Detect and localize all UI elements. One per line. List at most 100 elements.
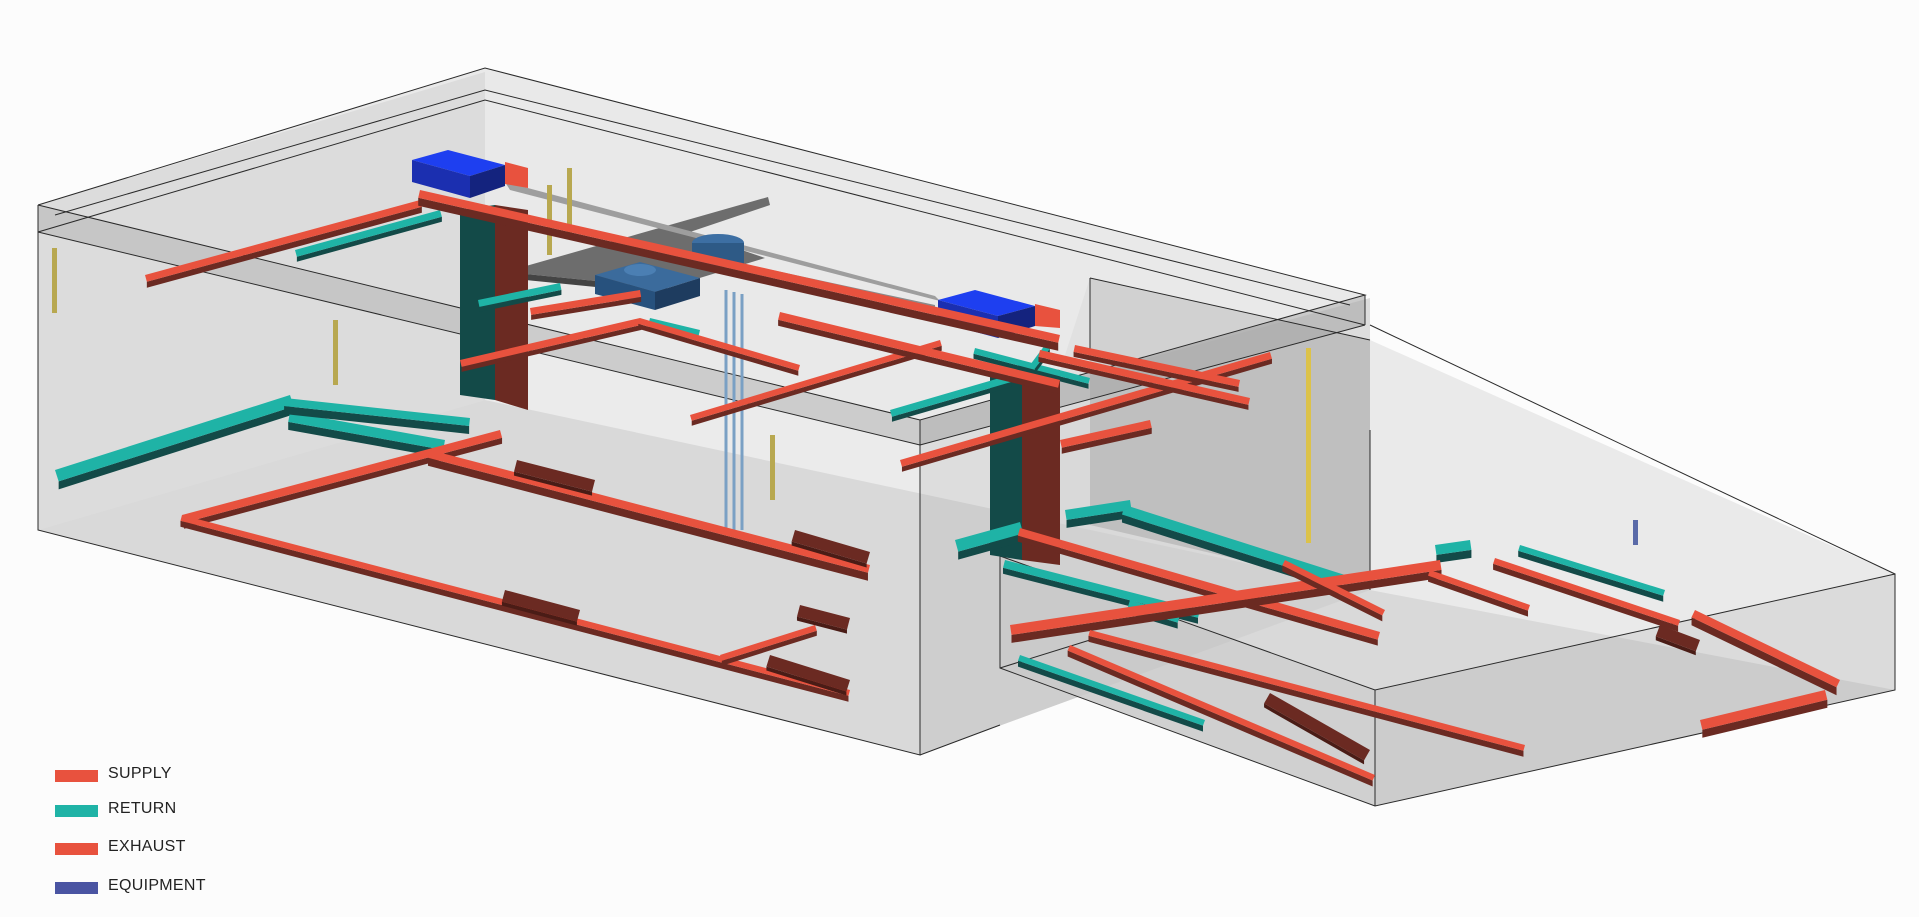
supply-duct (1060, 420, 1152, 448)
supply-duct-side (691, 345, 942, 426)
supply-duct (1073, 345, 1240, 387)
supply-duct (1088, 630, 1525, 751)
return-duct (1435, 540, 1472, 555)
supply-ducts (145, 190, 1840, 787)
supply-duct-side (778, 319, 1059, 394)
return-duct-side (1018, 660, 1204, 732)
supply-swatch (55, 770, 98, 782)
supply-duct (460, 318, 642, 367)
supply-duct-side (1088, 635, 1524, 757)
supply-duct (638, 318, 800, 371)
return-duct-side (1066, 509, 1132, 528)
supply-duct-segment (796, 605, 850, 630)
post (1306, 348, 1311, 543)
riser-supply-right (1022, 365, 1060, 565)
return-duct (478, 283, 562, 307)
rtu-left-supply-box (505, 162, 528, 188)
return-duct-side (58, 406, 294, 490)
supply-duct-side (1691, 617, 1837, 696)
post (770, 435, 775, 500)
legend-label-exhaust: EXHAUST (108, 838, 186, 855)
supply-duct-side (638, 323, 799, 376)
supply-duct-side (1493, 563, 1679, 632)
rtu-right-supply-box (1035, 304, 1060, 328)
supply-duct-segment (766, 655, 850, 692)
return-duct (1065, 500, 1132, 520)
supply-duct-segment-side (766, 666, 847, 696)
supply-duct-side (531, 296, 642, 320)
supply-duct (1691, 610, 1840, 688)
post (52, 248, 57, 313)
legend-label-supply: SUPPLY (108, 765, 172, 782)
ahu-center-side (655, 278, 700, 310)
supply-duct-segment (1655, 625, 1700, 652)
return-duct-side (958, 533, 1024, 560)
rtu-left-front (412, 160, 470, 198)
supply-duct-segment-side (1264, 703, 1365, 765)
supply-duct (690, 340, 942, 421)
supply-duct-side (1017, 535, 1378, 646)
return-duct-side (284, 405, 470, 434)
return-duct (890, 375, 1012, 417)
return-duct (1518, 545, 1665, 596)
supply-duct-side (1702, 699, 1828, 738)
supply-duct-side (180, 520, 849, 702)
post (333, 320, 338, 385)
supply-duct-side (146, 206, 422, 288)
return-swatch (55, 805, 98, 817)
return-duct (648, 318, 700, 336)
supply-duct-segment (791, 530, 870, 564)
post (567, 168, 572, 238)
legend-item-exhaust: EXHAUST (55, 838, 355, 858)
ahu-center-top (595, 262, 700, 292)
supply-duct-side (1061, 427, 1152, 454)
supply-duct-side (1038, 356, 1249, 410)
return-duct-side (891, 381, 1012, 422)
legend-label-return: RETURN (108, 800, 177, 817)
supply-duct-side (418, 197, 1059, 351)
post (1633, 520, 1638, 545)
return-duct (1003, 560, 1200, 618)
legend-item-supply: SUPPLY (55, 765, 355, 785)
legend-item-equipment: EQUIPMENT (55, 877, 355, 897)
equipment-swatch (55, 882, 98, 894)
legend-item-return: RETURN (55, 800, 355, 820)
supply-duct (778, 312, 1060, 388)
return-duct-side (479, 289, 562, 312)
supply-duct (1493, 558, 1680, 626)
return-duct-side (296, 216, 442, 262)
return-duct (288, 412, 445, 450)
left-volume-front-wall (38, 205, 920, 755)
supply-duct (900, 352, 1272, 467)
rtu-right-top (938, 290, 1035, 316)
supply-duct-side (427, 457, 868, 581)
supply-duct-segment-side (514, 471, 593, 496)
supply-duct-side (1073, 351, 1239, 392)
return-duct-side (288, 421, 444, 458)
supply-duct (530, 290, 642, 315)
return-duct (955, 522, 1024, 552)
supply-duct-segment (1264, 693, 1370, 761)
exhaust-swatch (55, 843, 98, 855)
supply-duct-segment-side (501, 601, 577, 626)
supply-duct-side (1428, 575, 1529, 617)
supply-duct (1700, 690, 1828, 730)
supply-duct (1038, 350, 1250, 405)
rtu-left-side (470, 165, 505, 198)
supply-duct (182, 430, 503, 523)
supply-duct-segment-side (796, 616, 847, 634)
supply-duct (418, 190, 1060, 343)
supply-duct (1282, 560, 1385, 616)
supply-duct-segment-side (1655, 636, 1696, 656)
supply-duct-side (461, 324, 642, 372)
supply-duct (1067, 645, 1375, 781)
supply-duct-segment-side (791, 541, 867, 568)
supply-duct-side (1067, 650, 1373, 787)
supply-duct-side (721, 630, 817, 666)
riser-return-left (460, 205, 495, 400)
tank-small (624, 264, 656, 276)
riser-return-right (990, 365, 1022, 560)
supply-duct (720, 625, 817, 661)
supply-duct (1010, 560, 1442, 635)
